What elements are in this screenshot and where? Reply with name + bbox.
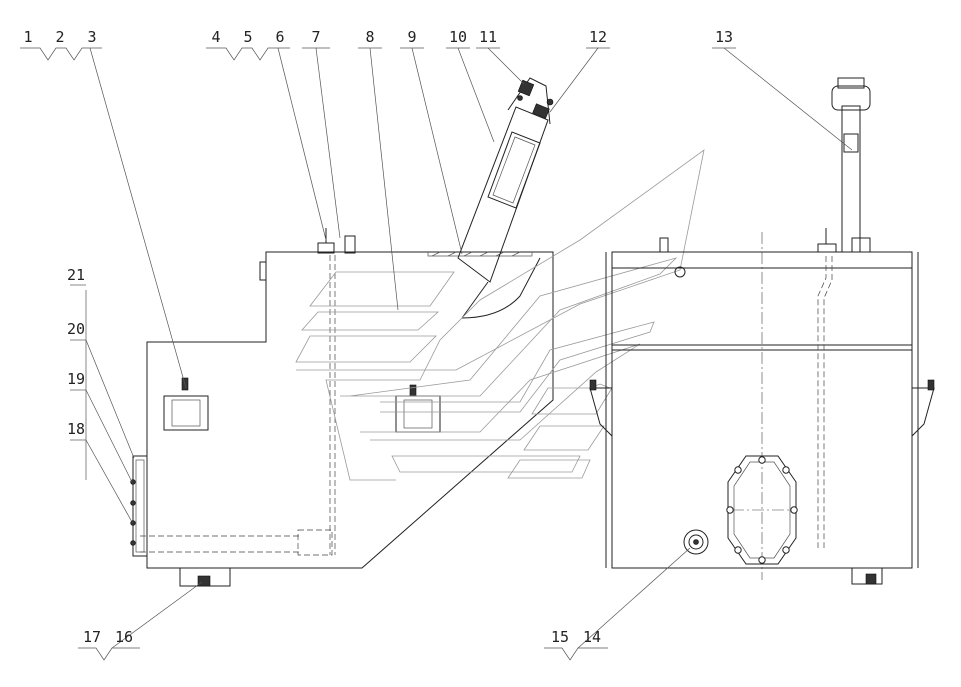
callout-2: 2	[55, 28, 64, 46]
callout-20: 20	[67, 320, 85, 338]
callout-1: 1	[23, 28, 32, 46]
callout-14: 14	[583, 628, 601, 646]
callout-4: 4	[211, 28, 220, 46]
right-tank-view	[589, 77, 935, 585]
callout-21: 21	[67, 266, 85, 284]
callout-6: 6	[275, 28, 284, 46]
filler-pipe	[457, 77, 554, 319]
callout-5: 5	[243, 28, 252, 46]
callout-17: 17	[83, 628, 101, 646]
breather-cap	[831, 77, 871, 253]
callout-7: 7	[311, 28, 320, 46]
callout-3: 3	[87, 28, 96, 46]
callout-10: 10	[449, 28, 467, 46]
callout-15: 15	[551, 628, 569, 646]
left-tank-view	[130, 77, 554, 587]
callout-11: 11	[479, 28, 497, 46]
callout-8: 8	[365, 28, 374, 46]
leader-lines	[20, 47, 853, 661]
callout-16: 16	[115, 628, 133, 646]
baffle-graphic	[295, 149, 705, 481]
callout-13: 13	[715, 28, 733, 46]
inspection-cover	[726, 455, 798, 565]
callout-labels: 1 2 3 4 5 6 7 8 9 10 11 12 13 14 15 16 1…	[23, 28, 733, 646]
callout-12: 12	[589, 28, 607, 46]
callout-18: 18	[67, 420, 85, 438]
drain-plug	[683, 529, 709, 555]
callout-9: 9	[407, 28, 416, 46]
callout-19: 19	[67, 370, 85, 388]
